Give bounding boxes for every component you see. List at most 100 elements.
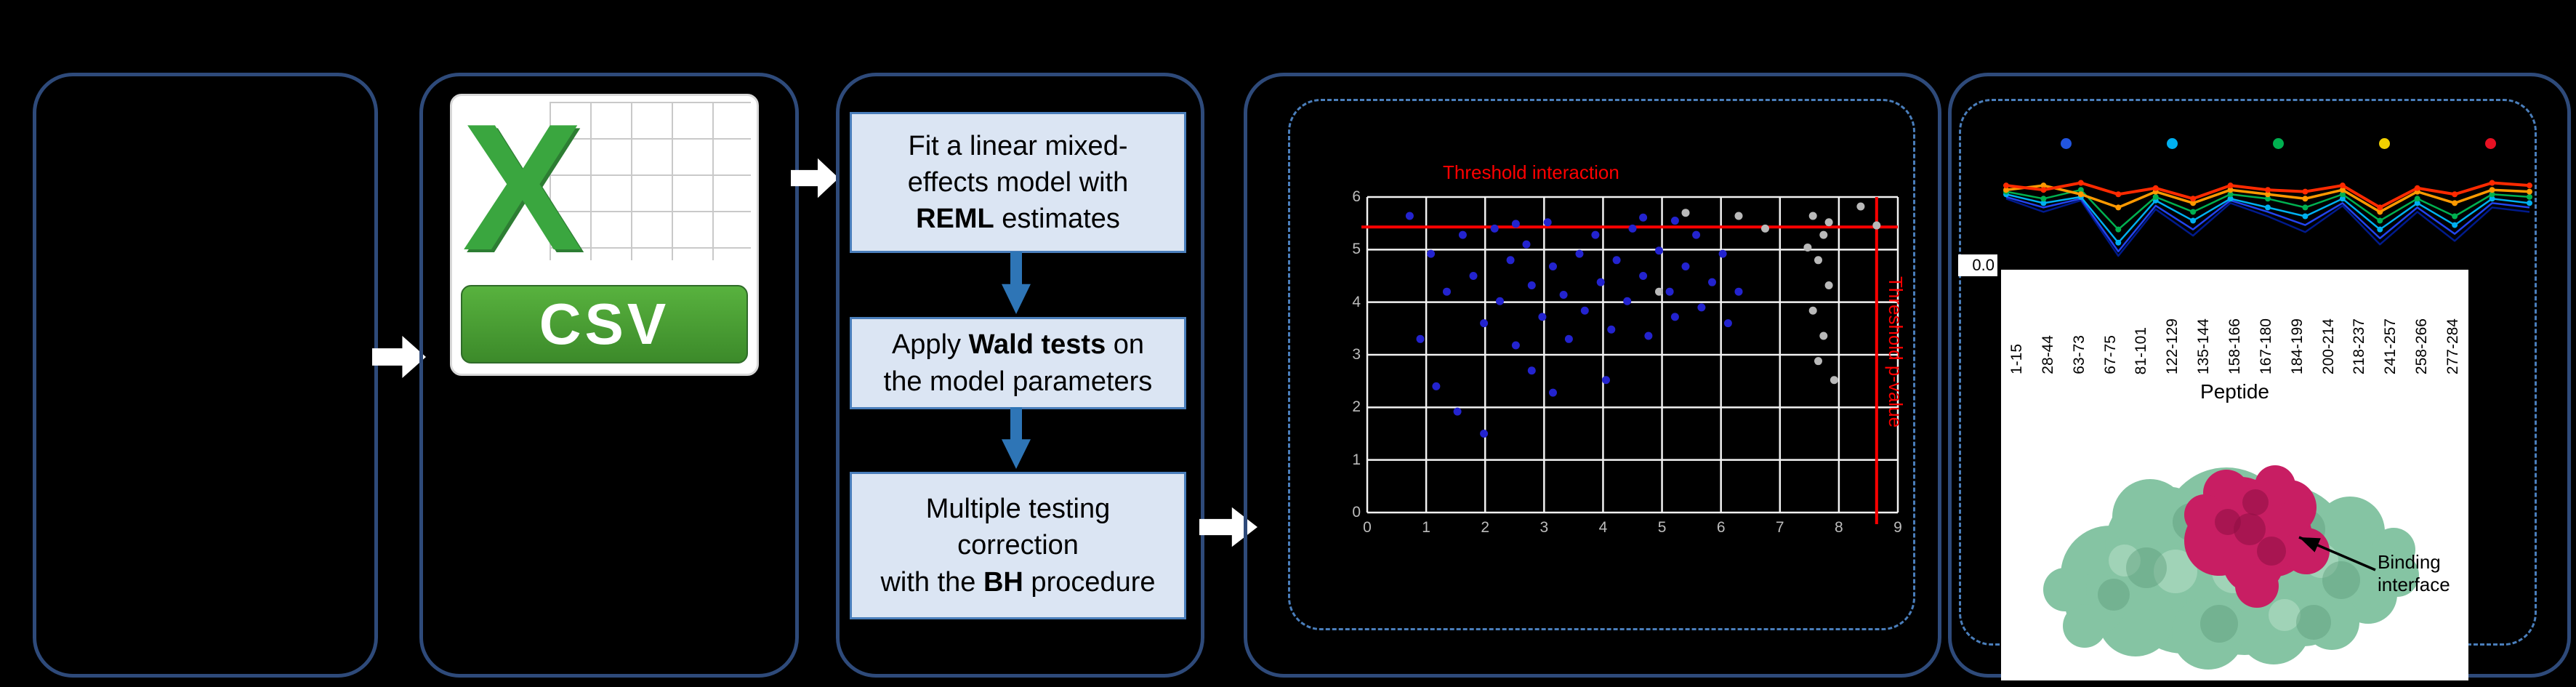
peptide-label: 184-199 bbox=[2288, 318, 2306, 374]
scatter-point bbox=[1543, 218, 1552, 227]
scatter-point bbox=[1416, 334, 1425, 343]
binding-interface-region bbox=[2242, 489, 2269, 515]
step-text-line: the model parameters bbox=[883, 366, 1153, 397]
scatter-point bbox=[1644, 332, 1653, 340]
peptide-label: 63-73 bbox=[2070, 335, 2088, 374]
scatter-point bbox=[1734, 287, 1743, 296]
scatter-point bbox=[1591, 230, 1600, 239]
csv-banner-label: CSV bbox=[461, 285, 748, 363]
uptake-point bbox=[2489, 196, 2495, 202]
y-tick-label: 1 bbox=[1352, 451, 1361, 468]
peptide-label: 200-214 bbox=[2319, 318, 2337, 374]
uptake-line bbox=[2005, 196, 2530, 253]
uptake-point bbox=[2302, 196, 2309, 202]
scatter-point bbox=[1692, 230, 1701, 239]
scatter-point bbox=[1803, 243, 1812, 252]
uptake-point bbox=[2377, 217, 2383, 224]
x-tick-label: 2 bbox=[1481, 519, 1490, 536]
peptide-label: 1-15 bbox=[2008, 343, 2025, 374]
uptake-point bbox=[2414, 196, 2420, 202]
scatter-point bbox=[1432, 382, 1441, 390]
scatter-point bbox=[1453, 407, 1462, 416]
uptake-point bbox=[2302, 213, 2309, 220]
y-tick-label: 3 bbox=[1352, 346, 1361, 363]
scatter-point bbox=[1580, 306, 1589, 315]
scatter-point bbox=[1819, 230, 1828, 239]
binding-interface-region bbox=[2215, 509, 2241, 535]
scatter-point bbox=[1549, 262, 1557, 270]
uptake-point bbox=[2040, 200, 2047, 206]
peptide-label: 167-180 bbox=[2257, 318, 2274, 374]
protein-surface bbox=[2200, 605, 2238, 643]
uptake-point bbox=[2527, 193, 2532, 200]
scatter-point bbox=[1623, 297, 1632, 305]
scatter-point bbox=[1527, 281, 1536, 290]
uptake-point bbox=[2115, 191, 2122, 198]
scatter-point bbox=[1655, 287, 1663, 296]
uptake-point bbox=[2377, 209, 2383, 215]
scatter-point bbox=[1761, 224, 1769, 233]
protein-structure-image bbox=[2043, 465, 2419, 670]
scatter-point bbox=[1734, 212, 1743, 220]
scatter-point bbox=[1549, 388, 1557, 397]
peptide-label: 67-75 bbox=[2101, 335, 2119, 374]
step-text-line: with the BH procedure bbox=[880, 566, 1156, 598]
uptake-line bbox=[2005, 198, 2530, 257]
scatter-point bbox=[1607, 325, 1616, 334]
scatter-point bbox=[1602, 376, 1610, 385]
scatter-point bbox=[1427, 249, 1436, 258]
x-tick-label: 5 bbox=[1657, 519, 1667, 536]
threshold-pvalue-label: Threshold p-value bbox=[1885, 276, 1907, 428]
scatter-point bbox=[1511, 341, 1520, 350]
protein-surface bbox=[2172, 597, 2245, 670]
peptide-label: 135-144 bbox=[2195, 318, 2213, 374]
scatter-point bbox=[1708, 278, 1716, 286]
uptake-point bbox=[2227, 191, 2234, 198]
uptake-point bbox=[2077, 191, 2084, 198]
panel-statistics-steps bbox=[836, 73, 1204, 678]
protein-surface bbox=[2109, 545, 2141, 576]
x-tick-label: 3 bbox=[1539, 519, 1549, 536]
scatter-point bbox=[1480, 430, 1489, 438]
step-bh-box: Multiple testing correction with the BH … bbox=[850, 472, 1186, 619]
scatter-point bbox=[1639, 272, 1648, 280]
legend-dot-icon bbox=[2167, 138, 2178, 149]
scatter-point bbox=[1814, 357, 1822, 366]
scatter-point bbox=[1559, 291, 1568, 300]
panel-scatter-result bbox=[1244, 73, 1941, 678]
panel-input bbox=[33, 73, 378, 678]
scatter-point bbox=[1808, 306, 1817, 315]
csv-file-icon: X CSV bbox=[450, 86, 759, 376]
y-tick-label: 4 bbox=[1352, 293, 1361, 310]
uptake-point bbox=[2377, 226, 2383, 233]
legend-dot-icon bbox=[2273, 138, 2284, 149]
uptake-point bbox=[2339, 191, 2346, 198]
scatter-point bbox=[1872, 221, 1881, 230]
step-text-line: Multiple testing bbox=[925, 494, 1111, 525]
uptake-point bbox=[2227, 196, 2234, 202]
scatter-point bbox=[1612, 256, 1621, 265]
scatter-point bbox=[1469, 272, 1478, 280]
y-tick-label: 5 bbox=[1352, 241, 1361, 258]
step-text-line: effects model with bbox=[907, 166, 1129, 198]
spreadsheet-grid-icon bbox=[550, 102, 751, 260]
uptake-point bbox=[2527, 200, 2532, 206]
scatter-point bbox=[1405, 212, 1414, 220]
uptake-point bbox=[2115, 239, 2122, 246]
step-text-line: Fit a linear mixed- bbox=[908, 130, 1128, 161]
peptide-label: 277-284 bbox=[2444, 318, 2461, 374]
scatter-point bbox=[1506, 256, 1515, 265]
scatter-point bbox=[1655, 246, 1663, 255]
peptide-label: 122-129 bbox=[2164, 318, 2181, 374]
uptake-point bbox=[2527, 182, 2532, 189]
protein-surface bbox=[2098, 579, 2130, 611]
uptake-point bbox=[2265, 204, 2271, 211]
uptake-point bbox=[2265, 196, 2271, 202]
scatter-point bbox=[1564, 334, 1573, 343]
x-tick-label: 6 bbox=[1716, 519, 1726, 536]
scatter-point bbox=[1575, 249, 1584, 258]
uptake-point bbox=[2040, 196, 2047, 202]
